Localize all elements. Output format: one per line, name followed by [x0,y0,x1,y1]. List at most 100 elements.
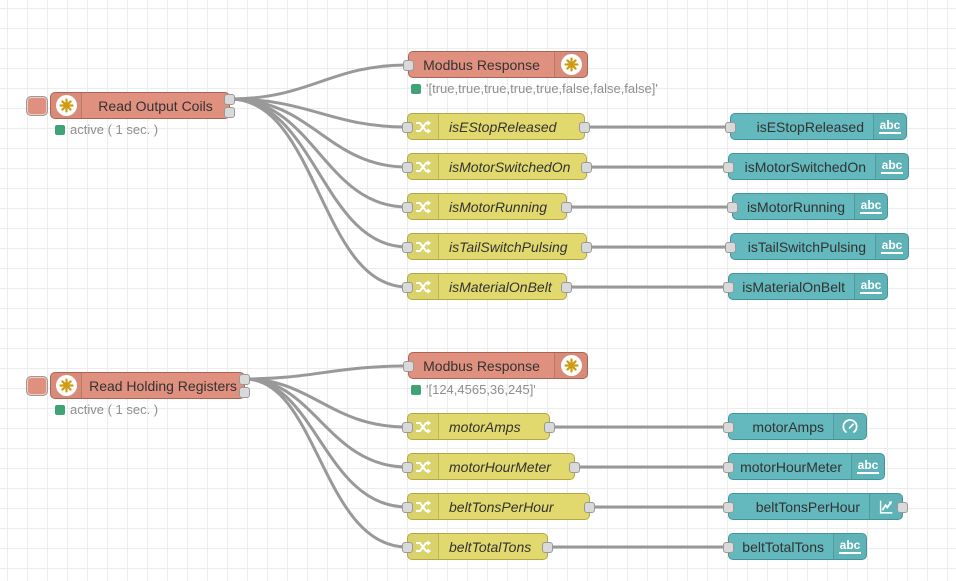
wire[interactable] [228,97,409,169]
text-abc-icon: abc [854,194,887,219]
text-abc-icon: abc [875,154,908,179]
node-label: isEStopReleased [756,118,864,135]
modbus-icon [51,93,82,118]
node-read-holding-registers[interactable]: Read Holding Registers [50,372,250,399]
node-ui-gauge-motorAmps[interactable]: motorAmps [723,413,867,440]
node-change-isEStopReleased[interactable]: isEStopReleased [402,113,590,140]
node-ui-text-isMotorRunning[interactable]: isMotorRunning abc [727,193,888,220]
status-text: '[true,true,true,true,true,false,false,f… [426,81,658,96]
node-ui-text-motorHourMeter[interactable]: motorHourMeter abc [723,453,885,480]
input-port[interactable] [402,502,413,513]
change-shuffle-icon [408,194,439,219]
node-label: motorAmps [752,418,824,435]
status-dot-icon [55,404,65,415]
output-port[interactable] [224,107,235,118]
node-label: Read Holding Registers [89,377,237,394]
output-port[interactable] [542,542,553,553]
wire[interactable] [243,377,409,549]
node-label: isMotorSwitchedOn [744,158,866,175]
input-port[interactable] [723,462,734,473]
input-port[interactable] [402,242,413,253]
wire[interactable] [228,63,409,101]
node-read-output-coils[interactable]: Read Output Coils [50,92,235,119]
node-modbus-response-registers[interactable]: Modbus Response [403,352,588,379]
output-port[interactable] [544,422,555,433]
node-label: beltTonsPerHour [755,498,860,515]
input-port[interactable] [723,502,734,513]
node-label: beltTotalTons [449,538,532,555]
input-port[interactable] [723,422,734,433]
input-port[interactable] [725,242,736,253]
node-ui-text-isMotorSwitchedOn[interactable]: isMotorSwitchedOn abc [723,153,909,180]
wire[interactable] [228,97,409,249]
change-shuffle-icon [408,454,439,479]
output-port[interactable] [579,122,590,133]
input-port[interactable] [402,282,413,293]
input-port[interactable] [402,202,413,213]
input-port[interactable] [403,361,414,372]
status-dot-icon [55,124,65,135]
status-dot-icon [411,83,421,94]
input-port[interactable] [725,122,736,133]
input-port[interactable] [402,422,413,433]
node-label: isMaterialOnBelt [742,278,845,295]
input-port[interactable] [403,60,414,71]
change-shuffle-icon [408,494,439,519]
node-label: isMaterialOnBelt [449,278,552,295]
input-port[interactable] [402,542,413,553]
output-port[interactable] [239,387,250,398]
node-label: motorHourMeter [449,458,551,475]
output-port[interactable] [581,162,592,173]
wire[interactable] [243,377,409,509]
text-abc-icon: abc [854,274,887,299]
node-change-beltTonsPerHour[interactable]: beltTonsPerHour [402,493,595,520]
change-shuffle-icon [408,414,439,439]
output-port[interactable] [224,94,235,105]
wire[interactable] [243,377,409,469]
input-port[interactable] [402,162,413,173]
input-port[interactable] [402,462,413,473]
node-ui-text-isEStopReleased[interactable]: isEStopReleased abc [725,113,907,140]
node-ui-text-isMaterialOnBelt[interactable]: isMaterialOnBelt abc [723,273,888,300]
change-shuffle-icon [408,534,439,559]
input-port[interactable] [723,542,734,553]
node-change-isMotorSwitchedOn[interactable]: isMotorSwitchedOn [402,153,592,180]
node-change-isMaterialOnBelt[interactable]: isMaterialOnBelt [402,273,572,300]
node-modbus-response-coils[interactable]: Modbus Response [403,51,588,78]
modbus-icon [554,52,587,77]
input-port[interactable] [402,122,413,133]
modbus-icon [51,373,82,398]
input-port[interactable] [723,282,734,293]
node-label: motorHourMeter [740,458,842,475]
output-port[interactable] [239,374,250,385]
node-label: isTailSwitchPulsing [449,238,568,255]
node-status: active ( 1 sec. ) [55,122,158,137]
output-port[interactable] [584,502,595,513]
wire[interactable] [228,97,409,289]
wire[interactable] [243,364,409,381]
status-text: '[124,4565,36,245]' [426,382,536,397]
input-port[interactable] [723,162,734,173]
output-port[interactable] [569,462,580,473]
input-port[interactable] [727,202,738,213]
output-port[interactable] [897,502,908,513]
status-dot-icon [411,384,421,395]
node-ui-text-beltTotalTons[interactable]: beltTotalTons abc [723,533,867,560]
node-change-beltTotalTons[interactable]: beltTotalTons [402,533,553,560]
text-abc-icon: abc [875,234,908,259]
text-abc-icon: abc [873,114,906,139]
output-port[interactable] [581,242,592,253]
node-change-motorHourMeter[interactable]: motorHourMeter [402,453,580,480]
inject-button[interactable] [26,376,48,396]
output-port[interactable] [561,202,572,213]
output-port[interactable] [561,282,572,293]
node-ui-text-isTailSwitchPulsing[interactable]: isTailSwitchPulsing abc [725,233,909,260]
node-ui-chart-beltTonsPerHour[interactable]: beltTonsPerHour [723,493,908,520]
node-change-motorAmps[interactable]: motorAmps [402,413,555,440]
node-change-isMotorRunning[interactable]: isMotorRunning [402,193,572,220]
node-change-isTailSwitchPulsing[interactable]: isTailSwitchPulsing [402,233,592,260]
inject-button[interactable] [26,96,48,116]
change-shuffle-icon [408,154,439,179]
